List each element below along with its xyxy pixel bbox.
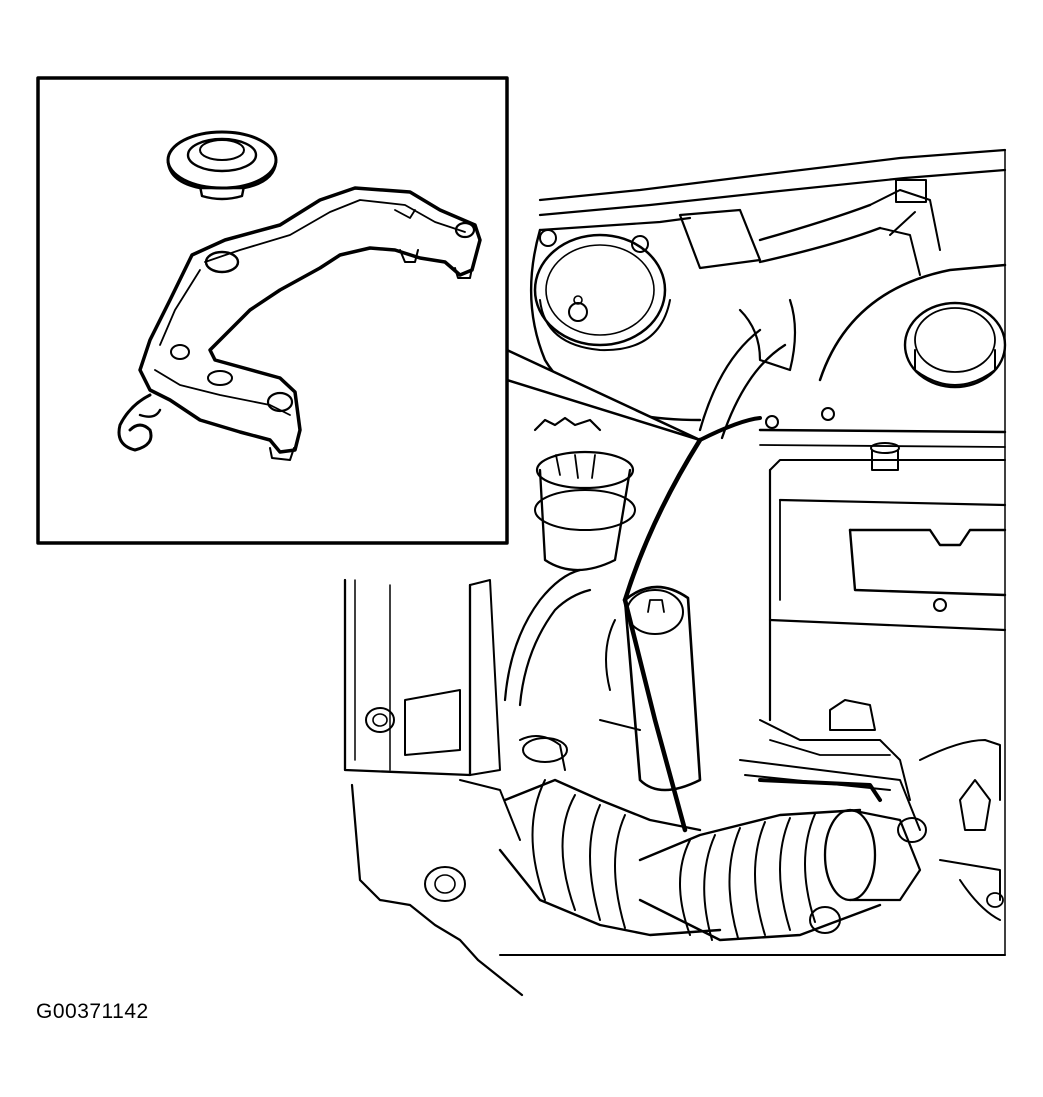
installed-bracket bbox=[622, 416, 882, 833]
figure-id-label: G00371142 bbox=[36, 1000, 149, 1023]
mounting-bracket bbox=[117, 186, 482, 461]
detail-inset bbox=[36, 76, 509, 545]
control-unit bbox=[343, 578, 501, 777]
air-intake-duct bbox=[698, 298, 797, 440]
engine-bay bbox=[343, 148, 1007, 997]
callout-leader bbox=[505, 348, 702, 442]
engine-mount bbox=[605, 585, 702, 792]
corrugated-hose bbox=[498, 735, 1006, 956]
rubber-grommet bbox=[166, 130, 278, 201]
valve-cover bbox=[758, 407, 1007, 722]
upper-hose bbox=[678, 179, 941, 276]
lower-body bbox=[350, 779, 524, 997]
reservoir-cap bbox=[818, 263, 1007, 389]
filler-neck bbox=[533, 416, 636, 572]
right-lower-details bbox=[829, 699, 1004, 921]
